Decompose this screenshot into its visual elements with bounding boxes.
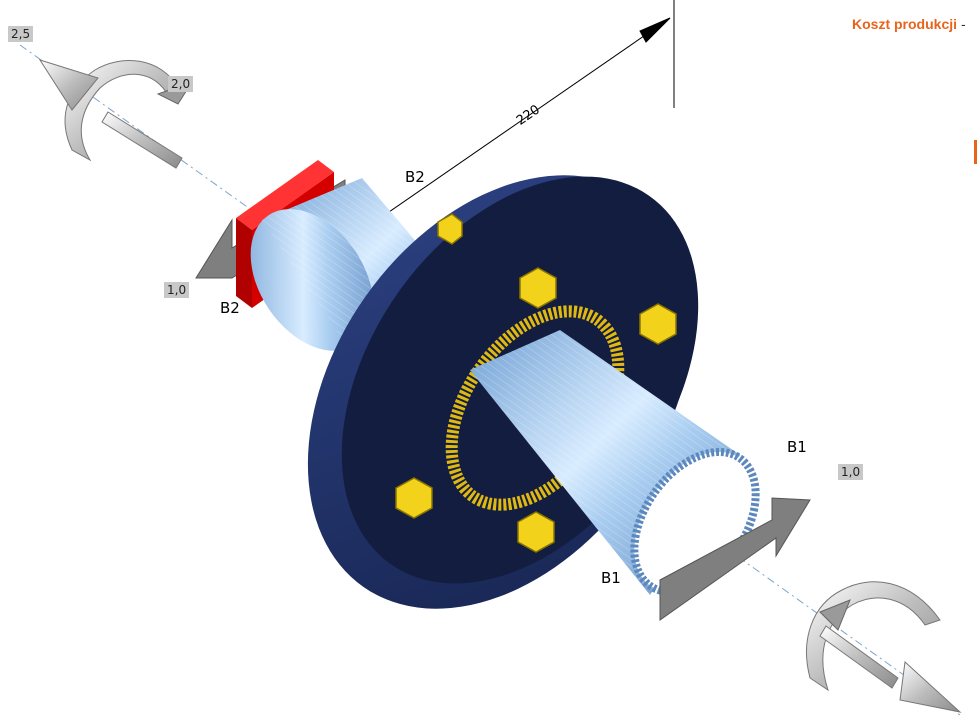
cost-title[interactable]: Koszt produkcji- <box>852 16 966 32</box>
plane-label-b1-top: B1 <box>787 438 807 456</box>
bolt-icon <box>437 213 463 245</box>
plane-label-b2-bottom: B2 <box>220 299 240 317</box>
bolt-icon <box>519 267 557 309</box>
bolt-icon <box>395 477 433 519</box>
bolt-icon <box>639 303 677 345</box>
moment-tag-left-b[interactable]: 2,0 <box>168 76 194 92</box>
force-tag-left[interactable]: 1,0 <box>164 282 190 298</box>
force-arrow-icon <box>38 59 183 169</box>
moment-tag-left-a[interactable]: 2,5 <box>8 26 34 42</box>
force-arrow-icon <box>659 497 811 621</box>
cost-title-dash: - <box>961 16 966 32</box>
bolts <box>395 213 677 553</box>
accent-marker <box>974 140 977 164</box>
dimension-arrow-icon <box>639 17 671 43</box>
plane-label-b1-bottom: B1 <box>601 569 621 587</box>
bolt-icon <box>517 511 555 553</box>
cost-title-text: Koszt produkcji <box>852 16 958 32</box>
force-tag-right[interactable]: 1,0 <box>838 464 864 480</box>
force-arrow-icon <box>819 625 962 713</box>
moment-arrow-icon <box>806 581 941 692</box>
plane-label-b2-top: B2 <box>405 168 425 186</box>
